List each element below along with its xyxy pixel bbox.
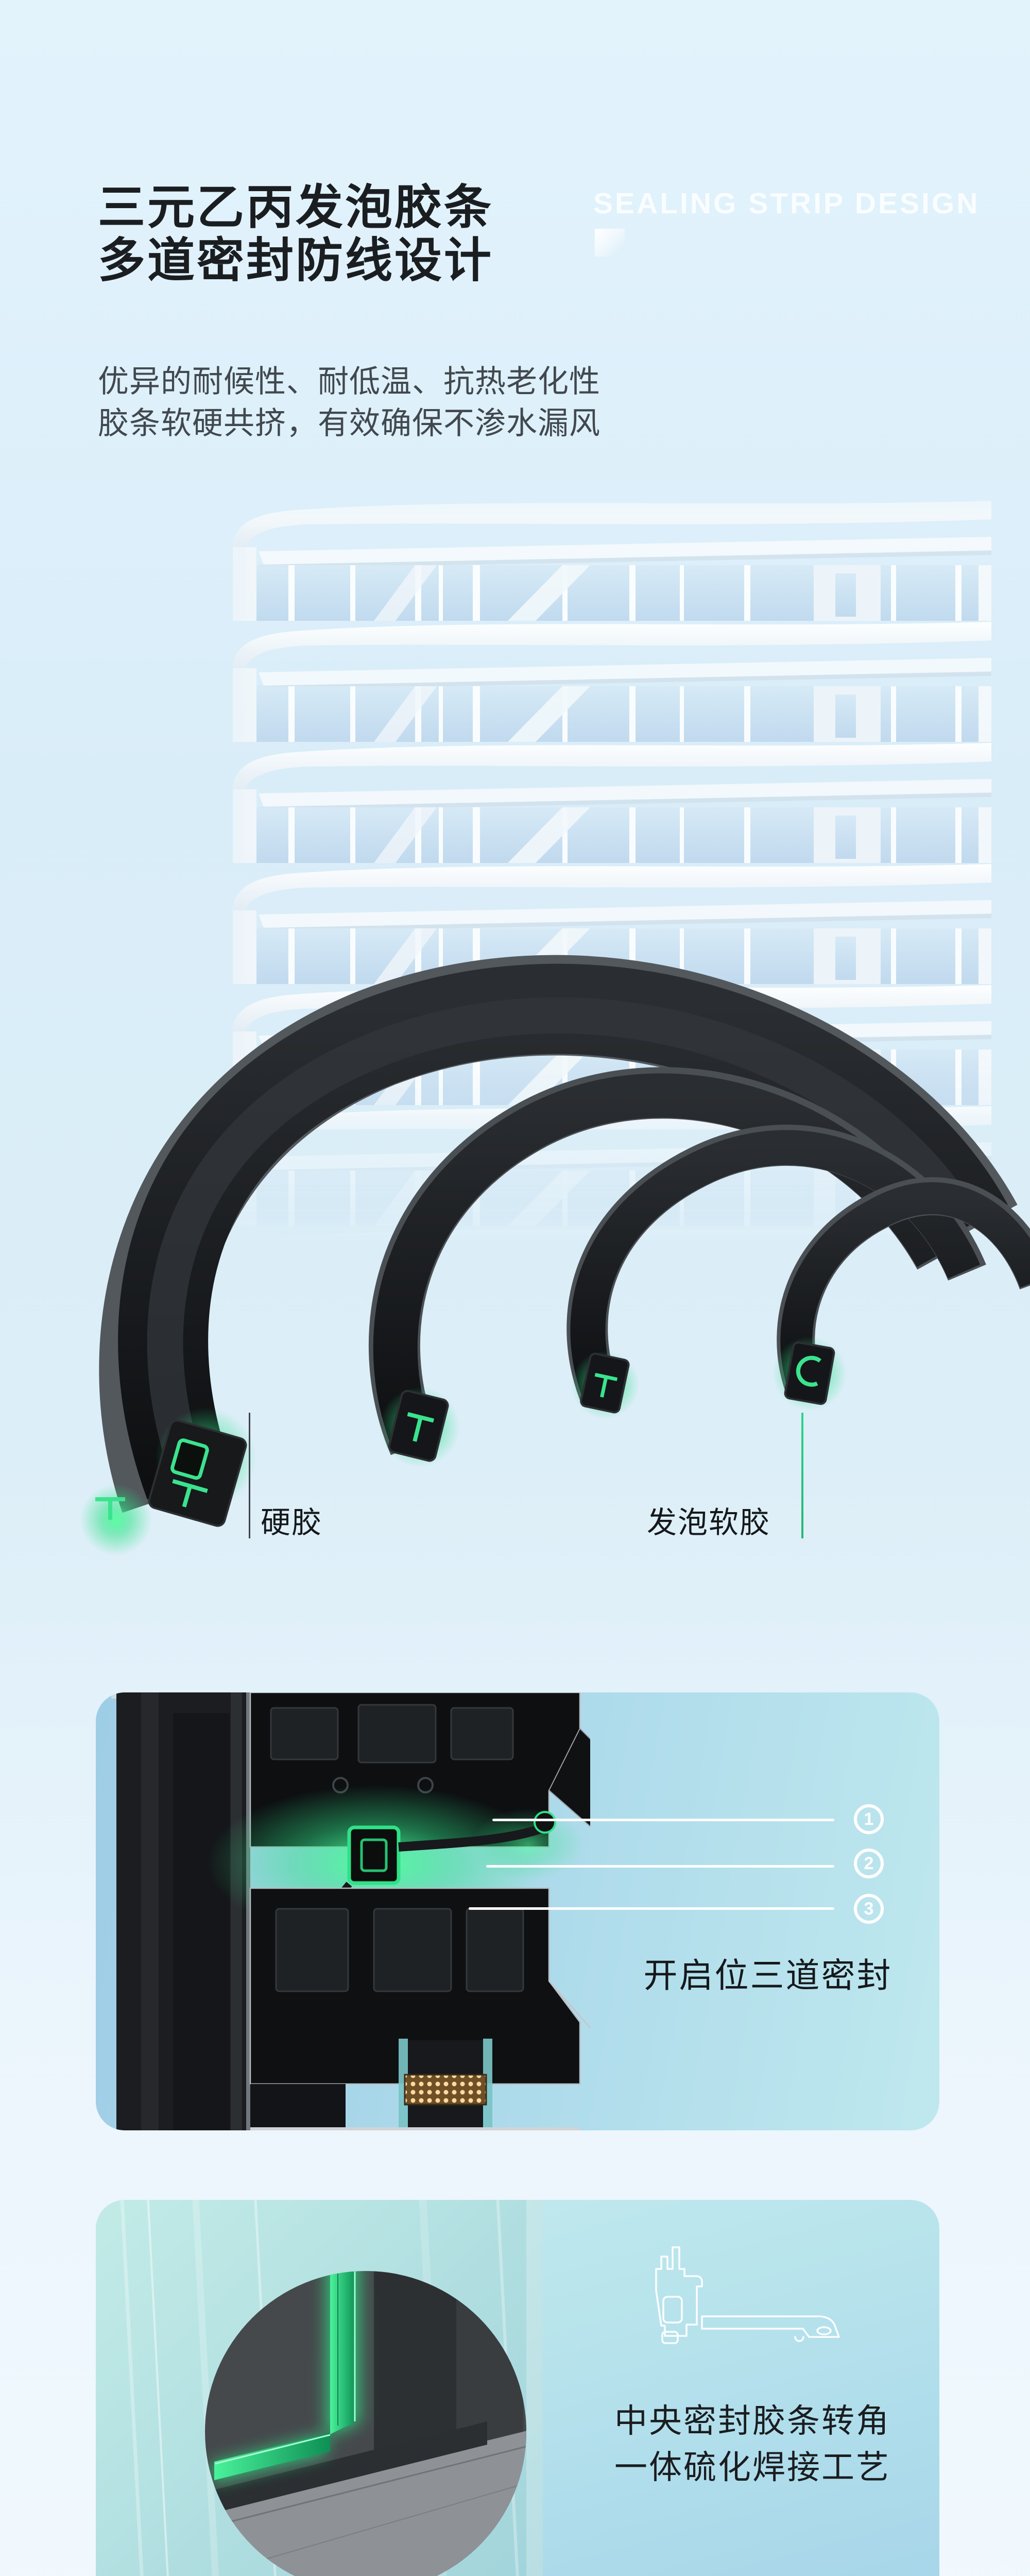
hard-rubber-label: 硬胶 [261, 1506, 323, 1539]
seal-strips-illustration [80, 955, 1030, 1556]
triple-seal-caption: 开启位三道密封 [643, 1956, 892, 1994]
seal-strip-1 [80, 955, 1018, 1556]
foam-rubber-callout-line [801, 1413, 803, 1538]
panel-corner-weld: 中央密封胶条转角 一体硫化焊接工艺 [96, 2200, 939, 2576]
seal-callout-line-1 [492, 1819, 834, 1821]
hard-rubber-callout-line [249, 1413, 250, 1538]
page-title: 三元乙丙发泡胶条 多道密封防线设计 [98, 181, 493, 287]
marker-2-number: 2 [864, 1853, 874, 1873]
page-subtitle: 优异的耐候性、耐低温、抗热老化性 胶条软硬共挤，有效确保不渗水漏风 [98, 361, 600, 444]
seal-callout-line-3 [469, 1907, 834, 1910]
page-title-english: SEALING STRIP DESIGN [593, 187, 980, 220]
subtitle-line1: 优异的耐候性、耐低温、抗热老化性 [98, 364, 600, 399]
subtitle-line2: 胶条软硬共挤，有效确保不渗水漏风 [98, 406, 600, 440]
page-title-line1: 三元乙丙发泡胶条 [98, 181, 494, 234]
window-cross-section-image [111, 1692, 590, 2130]
marker-1-number: 1 [864, 1809, 874, 1829]
corner-weld-caption-line1: 中央密封胶条转角 [614, 2402, 890, 2439]
page-title-line2: 多道密封防线设计 [98, 234, 494, 287]
window-corner-image [96, 2200, 543, 2576]
seal-profile-outline-icon [655, 2246, 840, 2344]
seal-callout-line-2 [486, 1865, 834, 1868]
circled-marker-3: 3 [854, 1894, 884, 1924]
corner-weld-caption-line2: 一体硫化焊接工艺 [614, 2449, 890, 2486]
panel-triple-seal: 1 2 3 开启位三道密封 [96, 1692, 939, 2130]
seal-strip-4 [772, 1177, 1030, 1411]
marker-3-number: 3 [864, 1899, 874, 1919]
gradient-square-decoration [595, 229, 625, 257]
foam-rubber-label: 发泡软胶 [647, 1506, 771, 1539]
circled-marker-1: 1 [854, 1804, 884, 1834]
circled-marker-2: 2 [854, 1849, 884, 1878]
